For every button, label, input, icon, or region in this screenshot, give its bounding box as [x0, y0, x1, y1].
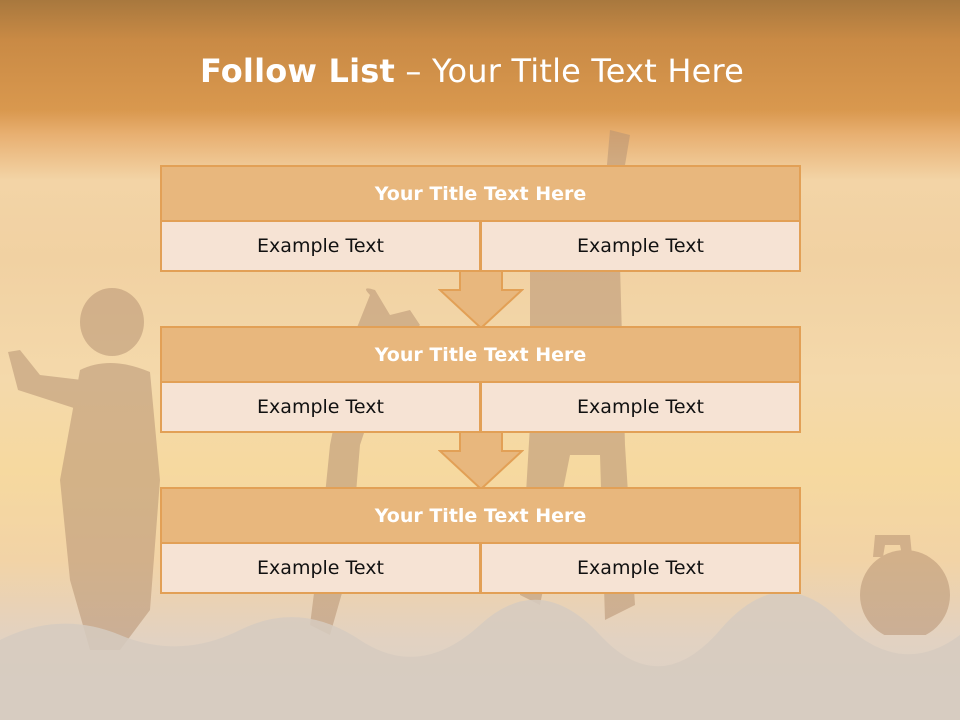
down-arrow-icon [438, 270, 524, 330]
page-title: Follow List – Your Title Text Here [0, 52, 944, 90]
list-block-2: Your Title Text Here Example Text Exampl… [160, 326, 801, 433]
block-header[interactable]: Your Title Text Here [160, 326, 801, 383]
down-arrow-icon [438, 431, 524, 491]
list-block-1: Your Title Text Here Example Text Exampl… [160, 165, 801, 272]
block-row: Example Text Example Text [160, 544, 801, 594]
block-cell-right[interactable]: Example Text [481, 222, 801, 272]
block-header[interactable]: Your Title Text Here [160, 487, 801, 544]
grass-silhouette [0, 592, 960, 720]
list-block-3: Your Title Text Here Example Text Exampl… [160, 487, 801, 594]
block-cell-left[interactable]: Example Text [160, 222, 481, 272]
block-cell-left[interactable]: Example Text [160, 544, 481, 594]
title-bold: Follow List [199, 52, 396, 90]
block-cell-left[interactable]: Example Text [160, 383, 481, 433]
ball-silhouette [860, 535, 950, 635]
block-row: Example Text Example Text [160, 383, 801, 433]
block-row: Example Text Example Text [160, 222, 801, 272]
block-cell-right[interactable]: Example Text [481, 383, 801, 433]
child-silhouette-left [8, 288, 160, 650]
block-header[interactable]: Your Title Text Here [160, 165, 801, 222]
title-rest: – Your Title Text Here [395, 52, 745, 90]
block-cell-right[interactable]: Example Text [481, 544, 801, 594]
